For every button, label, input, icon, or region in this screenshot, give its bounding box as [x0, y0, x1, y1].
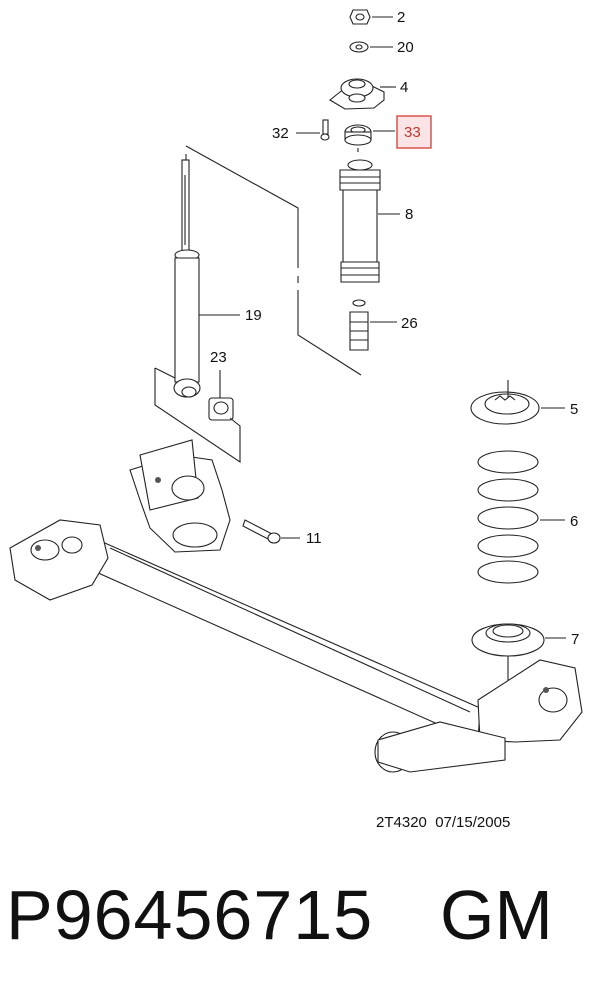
- bump-stop-part-26: [349, 299, 369, 351]
- brand-name: GM: [440, 876, 553, 954]
- nut-part-2: [349, 9, 371, 25]
- callout-32: 32: [272, 125, 289, 142]
- bolt-part-11: [242, 519, 281, 544]
- rear-axle-beam: [9, 439, 583, 773]
- rear-suspension-exploded-diagram: 2 20 4 32 33 8 26 19 23 5 6 11 7 2T4320 …: [9, 9, 583, 831]
- callout-8: 8: [405, 206, 413, 223]
- bushing-part-23: [208, 397, 234, 421]
- callout-4: 4: [400, 79, 408, 96]
- part-number: P96456715: [6, 876, 374, 954]
- callout-19: 19: [245, 307, 262, 324]
- footer: P96456715 GM: [0, 880, 600, 990]
- upper-spring-seat-part-5: [470, 391, 540, 425]
- callout-20: 20: [397, 39, 414, 56]
- washer-part-20: [349, 41, 369, 53]
- strut-mount-part-4: [329, 78, 385, 110]
- callout-6: 6: [570, 513, 578, 530]
- callout-5: 5: [570, 401, 578, 418]
- drawing-stamp: 2T4320 07/15/2005: [376, 814, 510, 831]
- bearing-part-33: [344, 124, 372, 146]
- callout-26: 26: [401, 315, 418, 332]
- callout-23: 23: [210, 349, 227, 366]
- callout-7: 7: [571, 631, 579, 648]
- callout-33-highlight-box: [396, 115, 432, 149]
- coil-spring-part-6: [477, 450, 539, 584]
- bolt-part-32: [320, 119, 330, 141]
- lower-spring-seat-part-7: [471, 623, 545, 657]
- callout-11: 11: [306, 530, 322, 547]
- shock-absorber-part-19: [173, 154, 201, 398]
- callout-2: 2: [397, 9, 405, 26]
- dust-boot-part-8: [339, 159, 381, 283]
- callout-33: 33: [404, 124, 421, 141]
